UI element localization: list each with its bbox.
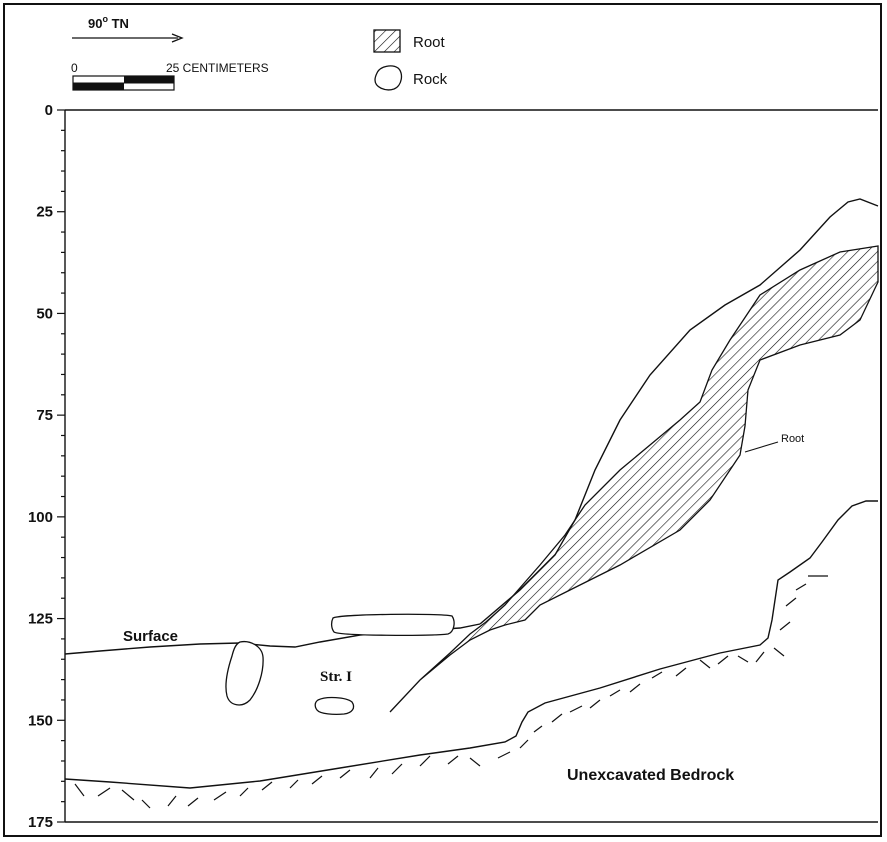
bedrock-label: Unexcavated Bedrock [567, 767, 734, 784]
legend: Root Rock [373, 29, 448, 91]
feature-label: Str. I [320, 669, 352, 685]
north-arrow-label: 90o TN [88, 14, 129, 31]
root-mass [389, 245, 879, 713]
rock-outline-icon [225, 640, 264, 706]
legend-root-label: Root [413, 34, 446, 51]
hatched-square-icon [373, 29, 401, 53]
arrowhead-icon [171, 33, 184, 43]
north-arrow: 90o TN [72, 14, 184, 43]
bedrock-hatch-marks [74, 575, 828, 809]
scale-bar: 0 25 CENTIMETERS [71, 61, 269, 91]
depth-tick-label: 75 [36, 407, 53, 424]
depth-tick-label: 175 [28, 814, 53, 831]
depth-tick-label: 100 [28, 509, 53, 526]
rock-outline-icon [374, 65, 403, 91]
scale-bar-end-label: 25 CENTIMETERS [166, 61, 269, 75]
bedrock-contact-line [64, 500, 878, 789]
depth-axis: 0 25 50 75 100 125 150 175 [28, 102, 878, 831]
depth-tick-label: 50 [36, 305, 53, 322]
scale-bar-black-segment-bottom [73, 83, 124, 90]
root-callout-label: Root [781, 433, 804, 445]
legend-rock-label: Rock [413, 71, 448, 88]
surface-label: Surface [123, 628, 178, 645]
scale-bar-start-label: 0 [71, 61, 78, 75]
depth-tick-label: 150 [28, 712, 53, 729]
root-callout-leader [744, 441, 779, 453]
depth-tick-label: 0 [45, 102, 53, 119]
depth-tick-label: 125 [28, 611, 53, 628]
rock-outline-icon [314, 696, 355, 716]
depth-tick-label: 25 [36, 204, 53, 221]
rock-outline-icon [330, 613, 455, 636]
scale-bar-black-segment-top [124, 76, 174, 83]
